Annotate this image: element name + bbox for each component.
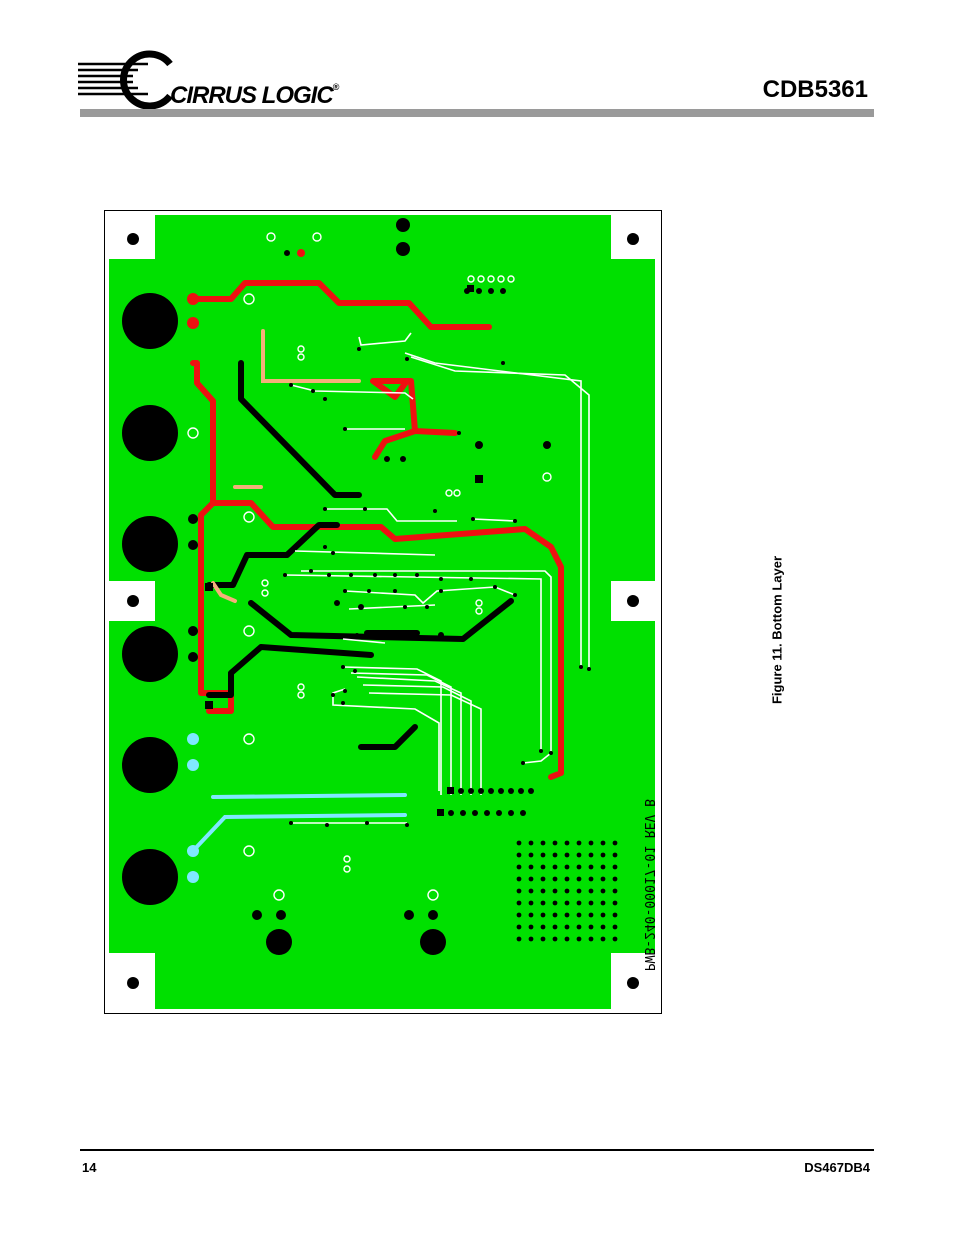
page-number: 14 [82,1160,97,1175]
company-name: CIRRUS LOGIC® [170,82,340,109]
header-rule [80,109,874,117]
document-title: CDB5361 [762,76,868,103]
mounting-holes [127,233,639,989]
header-pads [437,787,534,816]
colored-pads [187,249,305,883]
document-code: DS467DB4 [804,1160,870,1175]
signal-traces [284,332,590,824]
connector-pads [122,218,446,955]
logo-swoosh-icon [78,50,173,110]
footer-rule [80,1149,874,1151]
pcb-bottom-layer-figure: PWB-240-00017-01 REV B [104,210,662,1014]
vias [188,250,591,920]
black-traces [206,360,514,750]
copper-pour [109,215,655,1009]
orange-traces [211,329,361,603]
cyan-traces [189,793,407,855]
red-traces [190,280,564,780]
silkscreen-label: PWB-240-00017-01 REV B [641,799,656,971]
unplated-pads [187,232,552,901]
via-grid [516,840,618,942]
registered-mark: ® [332,82,340,92]
figure-caption: Figure 11. Bottom Layer [769,555,785,705]
cirrus-logic-logo: CIRRUS LOGIC® [78,50,340,110]
pcb-artwork: PWB-240-00017-01 REV B [109,215,656,1009]
